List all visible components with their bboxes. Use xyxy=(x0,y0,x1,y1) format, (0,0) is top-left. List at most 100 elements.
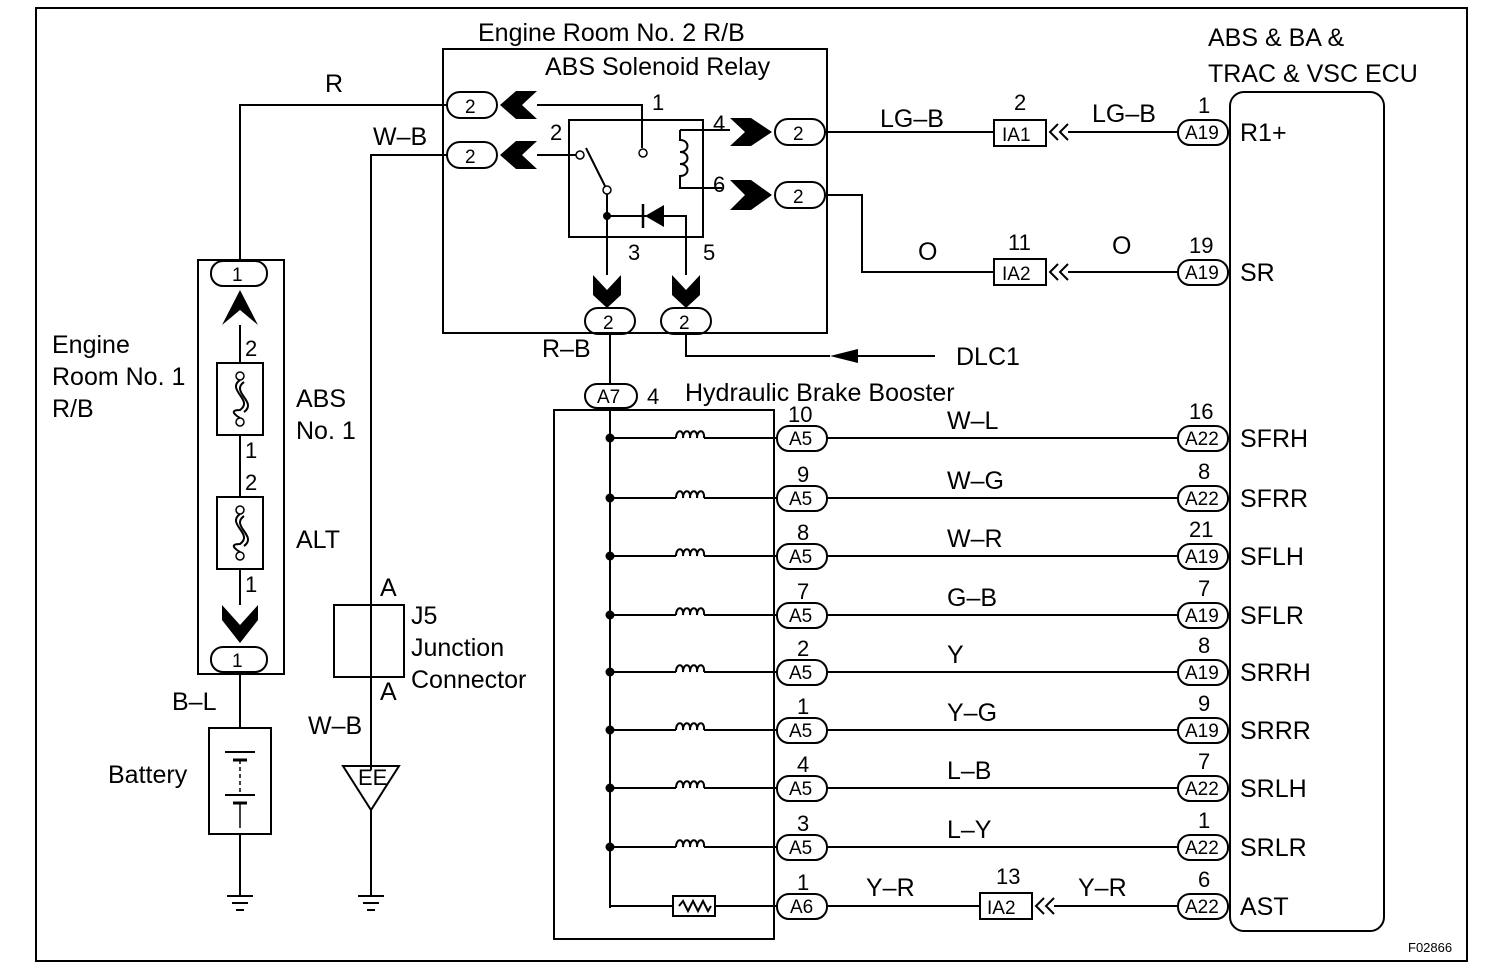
solenoid-coil-icon xyxy=(675,548,706,557)
junction-ia2: IA2 xyxy=(1002,264,1031,285)
ecu-connector-label: A22 xyxy=(1185,838,1219,859)
relay-pin-5: 5 xyxy=(703,240,715,265)
solenoid-pin: 9 xyxy=(797,462,809,487)
relay-pin-1: 1 xyxy=(652,90,664,115)
j5-pin-top: A xyxy=(380,574,397,602)
solenoid-wire-color: Y xyxy=(947,641,964,669)
figure-id: F02866 xyxy=(1408,940,1452,955)
conn-pin: 2 xyxy=(679,313,690,334)
er1-bottom-pin: 1 xyxy=(232,651,243,672)
solenoid-wire-color: L–Y xyxy=(947,816,992,844)
wire-lg-b-left: LG–B xyxy=(880,105,944,133)
sensor-wire-left: Y–R xyxy=(866,874,915,902)
ecu-connector-label: A19 xyxy=(1185,606,1219,627)
fuse-abs-pin-bottom: 1 xyxy=(245,438,257,463)
ecu-connector-label: A19 xyxy=(1185,263,1219,284)
j5-pin-bottom: A xyxy=(380,678,397,706)
ecu-terminal-name: SFLH xyxy=(1240,543,1304,571)
sensor-wire-right: Y–R xyxy=(1078,874,1127,902)
wire-b-l-label: B–L xyxy=(172,688,217,716)
solenoid-connector: A5 xyxy=(789,838,812,859)
conn-pin: 2 xyxy=(603,313,614,334)
solenoid-pin: 7 xyxy=(797,579,809,604)
engine-room-1-relay-box: Engine Room No. 1 R/B 1 2 1 ABS No. 1 2 … xyxy=(52,259,356,675)
relay-title: ABS Solenoid Relay xyxy=(545,53,771,81)
solenoid-wire-color: G–B xyxy=(947,584,997,612)
ecu-title-line2: TRAC & VSC ECU xyxy=(1208,60,1418,88)
solenoid-wire-color: L–B xyxy=(947,757,991,785)
j5-label-1: J5 xyxy=(411,602,437,630)
solenoid-pin: 3 xyxy=(797,811,809,836)
ecu-terminal-name: SRRH xyxy=(1240,659,1311,687)
solenoid-row: A53 L–Y xyxy=(605,811,1178,861)
ecu-terminal-pin: 7 xyxy=(1198,576,1210,601)
wire-r-b-label: R–B xyxy=(542,335,591,363)
fuse-abs-pin-top: 2 xyxy=(245,336,257,361)
ecu-terminal-pin: 9 xyxy=(1198,691,1210,716)
ecu-terminal-name: SFRH xyxy=(1240,425,1308,453)
sensor-junction: IA2 xyxy=(987,898,1016,919)
wire-lg-b-right: LG–B xyxy=(1092,100,1156,128)
ecu-terminal-name: SFRR xyxy=(1240,485,1308,513)
er1-title-line3: R/B xyxy=(52,395,94,423)
wire-w-b-bottom-label: W–B xyxy=(308,712,362,740)
solenoid-wire-color: W–R xyxy=(947,525,1003,553)
ecu-connector-label: A22 xyxy=(1185,779,1219,800)
solenoid-wire-color: W–G xyxy=(947,467,1004,495)
ecu-terminal-pin: 1 xyxy=(1198,93,1210,118)
junction-ia1-pin: 2 xyxy=(1014,90,1026,115)
dlc1: DLC1 xyxy=(685,334,1020,371)
solenoid-pin: 2 xyxy=(797,636,809,661)
booster-feed-pin: 4 xyxy=(647,384,659,409)
ecu-title-line1: ABS & BA & xyxy=(1208,24,1345,52)
wire-o-right: O xyxy=(1112,232,1131,260)
battery: B–L Battery xyxy=(108,672,272,911)
solenoid-pin: 8 xyxy=(797,520,809,545)
relay-pin-4: 4 xyxy=(713,111,725,136)
er1-title-line2: Room No. 1 xyxy=(52,363,185,391)
wire-r-label: R xyxy=(325,70,343,98)
relay-box-title: Engine Room No. 2 R/B xyxy=(478,19,745,47)
ecu-terminal-name: SRLH xyxy=(1240,775,1307,803)
ecu-terminal-name: SRLR xyxy=(1240,834,1307,862)
ground-point-ee: EE xyxy=(358,765,387,790)
solenoid-connector: A5 xyxy=(789,606,812,627)
ecu-terminal-name: SRRR xyxy=(1240,717,1311,745)
ground-circuit: W–B A A J5 Junction Connector W–B EE xyxy=(308,123,526,911)
relay-ecu-wires: IA1 2 LG–B LG–B IA2 11 O O xyxy=(825,90,1178,286)
solenoid-connector: A5 xyxy=(789,663,812,684)
ecu-terminal-pin: 19 xyxy=(1189,233,1213,258)
solenoid-pin: 4 xyxy=(797,752,809,777)
fuse-abs-label-1: ABS xyxy=(296,385,346,413)
ecu-terminal-name: SFLR xyxy=(1240,602,1304,630)
solenoid-connector: A5 xyxy=(789,547,812,568)
battery-label: Battery xyxy=(108,761,188,789)
ecu-terminal-pin: 21 xyxy=(1189,517,1213,542)
conn-pin: 2 xyxy=(793,124,804,145)
sensor-pin: 1 xyxy=(797,870,809,895)
solenoid-wire-color: Y–G xyxy=(947,699,997,727)
fuse-alt-pin-bottom: 1 xyxy=(245,572,257,597)
wire-o-left: O xyxy=(918,238,937,266)
ecu-terminal-pin: 6 xyxy=(1198,867,1210,892)
solenoid-connector: A5 xyxy=(789,721,812,742)
fuse-alt-pin-top: 2 xyxy=(245,470,257,495)
ecu-connector-label: A19 xyxy=(1185,721,1219,742)
solenoid-row: A52 Y xyxy=(605,636,1178,686)
engine-room-2-relay-box: Engine Room No. 2 R/B ABS Solenoid Relay… xyxy=(442,19,828,335)
ecu-connector-label: A22 xyxy=(1185,897,1219,918)
er1-top-pin: 1 xyxy=(232,265,243,286)
solenoid-coil-icon xyxy=(675,430,706,439)
ecu-terminal-pin: 16 xyxy=(1189,399,1213,424)
solenoid-pin: 10 xyxy=(788,402,812,427)
ecu-terminal-name: R1+ xyxy=(1240,119,1287,147)
relay-pin-6: 6 xyxy=(713,172,725,197)
j5-label-2: Junction xyxy=(411,634,504,662)
ecu-connector-label: A22 xyxy=(1185,429,1219,450)
ecu-connector-label: A19 xyxy=(1185,547,1219,568)
